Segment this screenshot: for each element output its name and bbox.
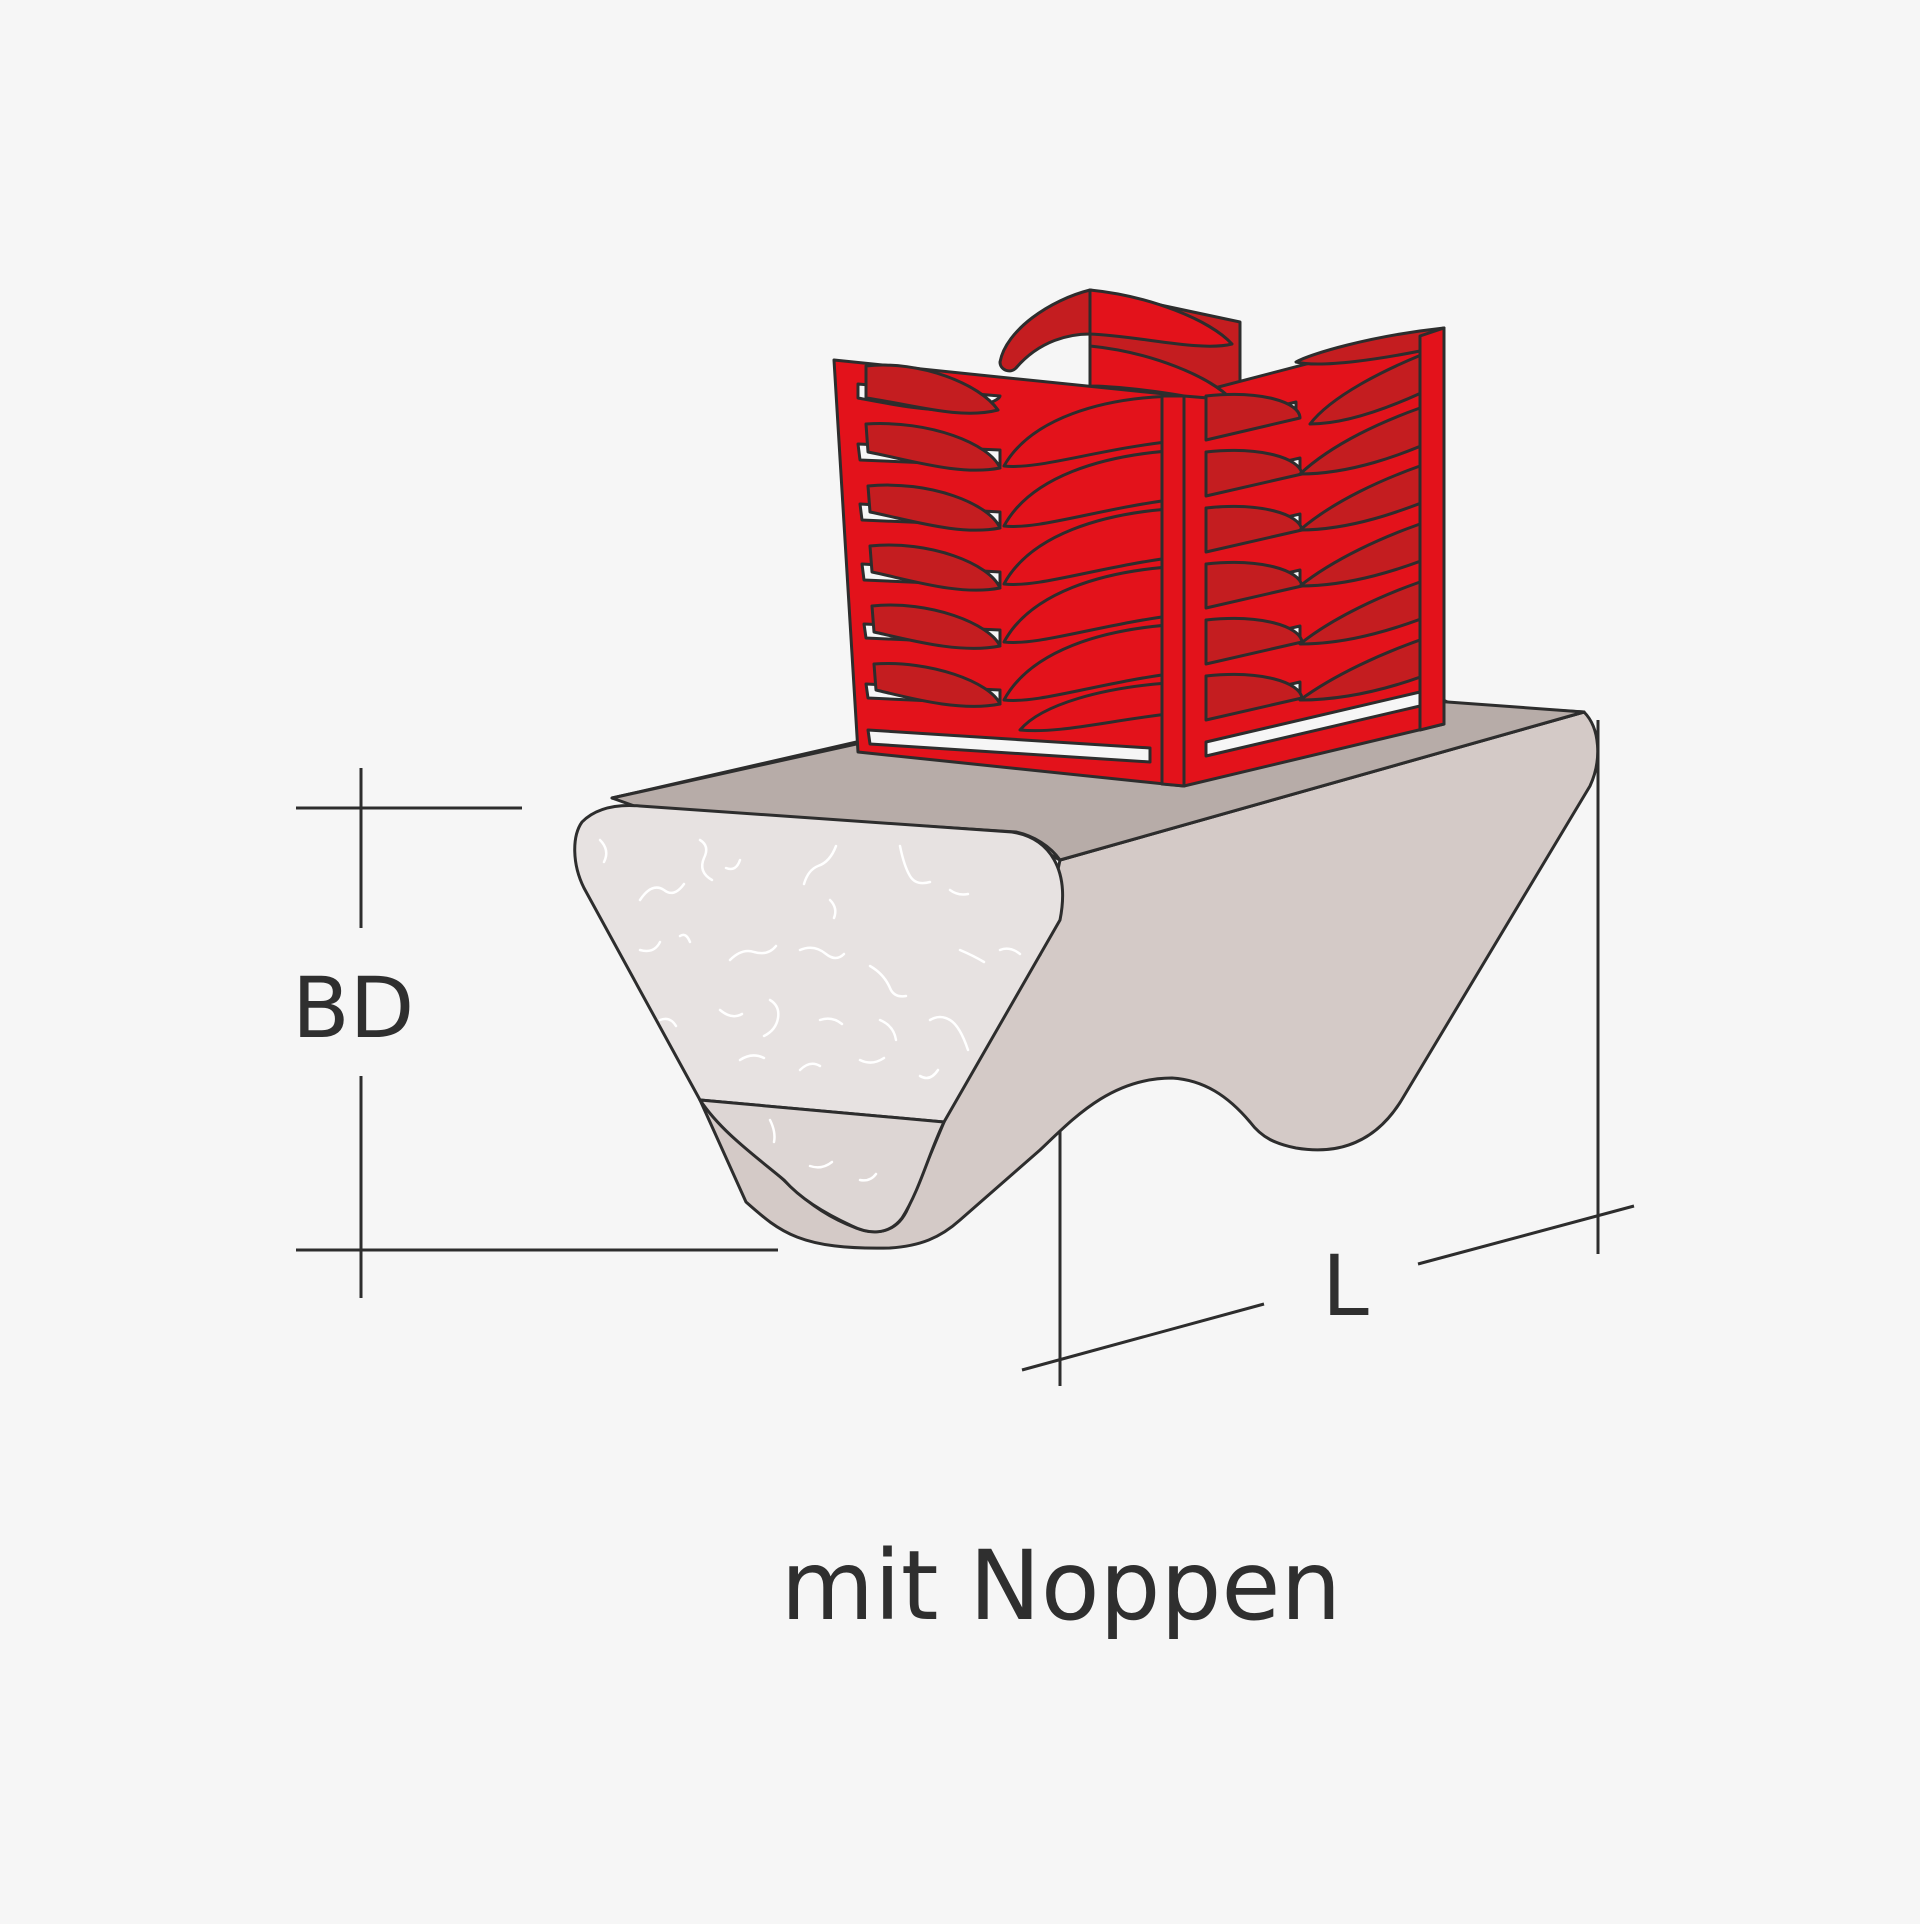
l-right-arrow-line — [1417, 1204, 1635, 1266]
barbed-fastener-icon — [832, 288, 1446, 788]
diagram-caption: mit Noppen — [780, 1530, 1342, 1642]
belt-cross-section — [573, 804, 1065, 1124]
clip-center-spine — [1160, 394, 1186, 788]
clip-left-panel-barbs — [864, 363, 1002, 708]
clip-right-panel-barbs — [1204, 392, 1304, 722]
clip-center-barbs — [1002, 288, 1234, 733]
clip-back-left-barbs — [998, 288, 1092, 373]
l-left-arrow-line — [1021, 1302, 1265, 1372]
cord-texture — [598, 838, 1022, 1182]
bd-dimension-lines — [296, 768, 778, 1298]
bd-dimension-label: BD — [292, 959, 415, 1057]
clip-right-edge-barbs — [1294, 326, 1446, 702]
clip-right-panel-frame — [1418, 326, 1446, 732]
l-dimension-label: L — [1322, 1237, 1369, 1335]
